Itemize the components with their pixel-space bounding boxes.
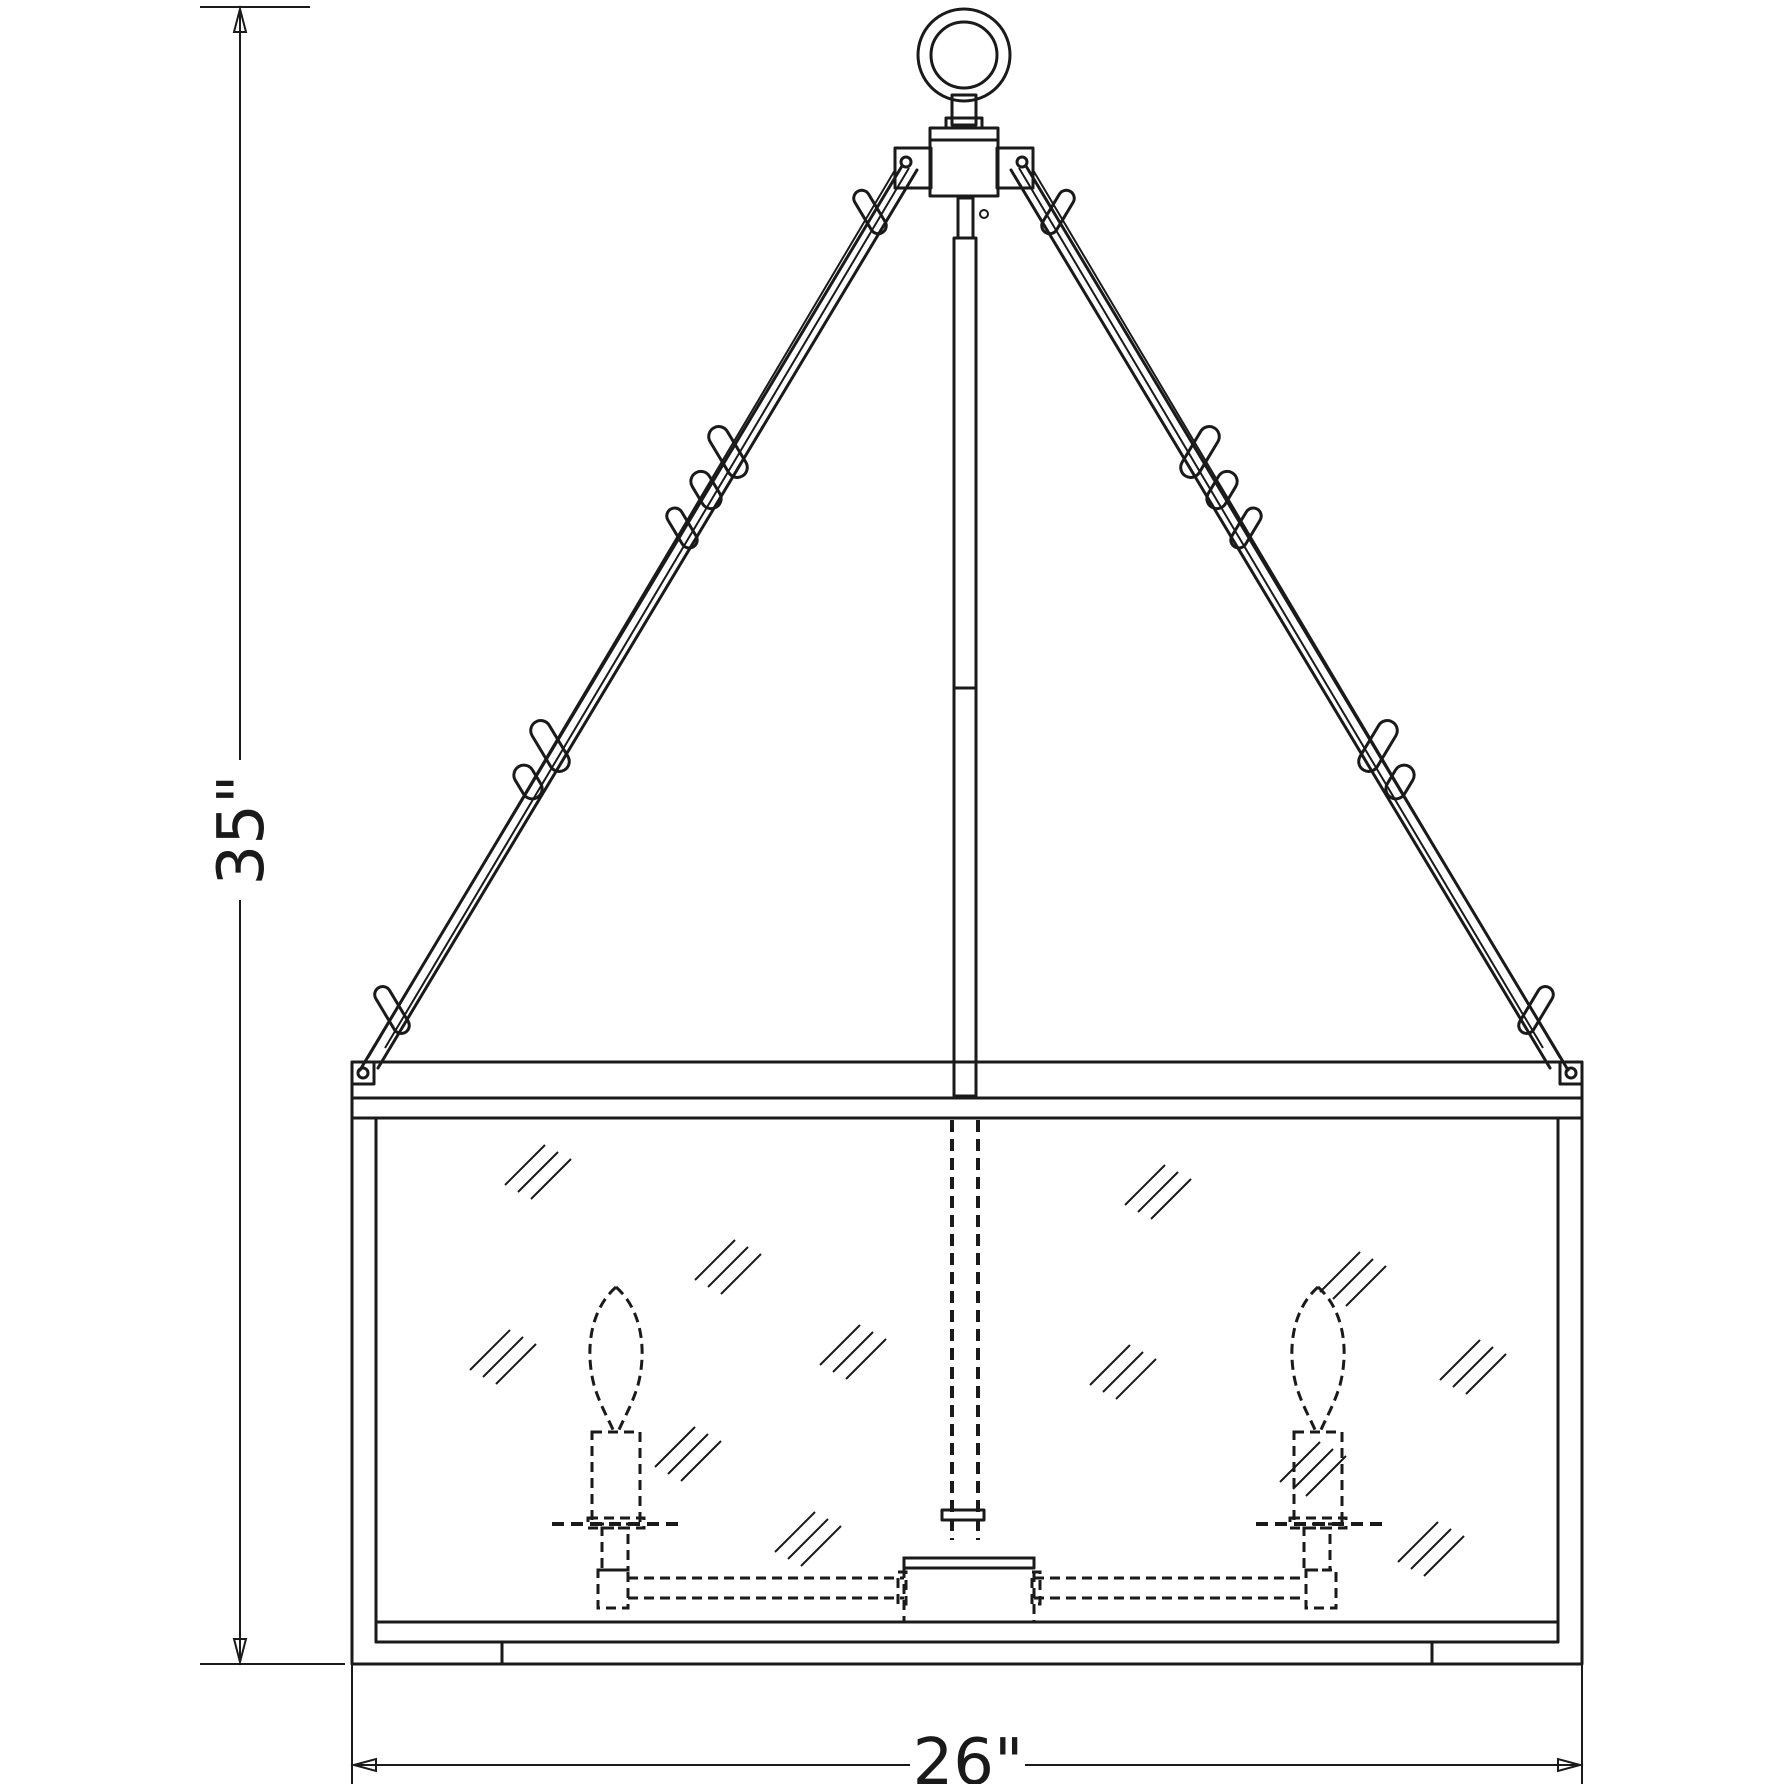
arm-elbow-right: [1304, 1568, 1338, 1610]
corner-hole-left: [356, 1066, 370, 1080]
cluster-body: [628, 1508, 1306, 1624]
ring-outer: [916, 7, 1012, 103]
frame-bottom-plate: [500, 1640, 1434, 1666]
bulb-right: [1290, 1285, 1346, 1433]
arm-collar-left: [896, 1570, 908, 1606]
height-dimension: 35": [200, 5, 345, 1666]
canopy-loop: [893, 126, 1035, 219]
chain-left-link-bottom: [373, 985, 411, 1035]
chain-left-link-4: [529, 719, 571, 773]
set-screw: [979, 209, 989, 219]
hub-top-edge: [902, 1556, 1036, 1570]
glass-hatch-mark: [504, 1144, 572, 1200]
stem-upper-section: [956, 196, 975, 240]
stem-hidden-section: [950, 1120, 980, 1540]
arm-elbow-left: [596, 1568, 630, 1610]
bracket-hole-left: [899, 155, 913, 169]
chain-right-line-c: [1032, 169, 1561, 1059]
glass-hatching: [469, 1144, 1507, 1577]
chain-right-link-3: [1229, 506, 1263, 550]
candle-sleeve-right: [1292, 1430, 1344, 1526]
glass-hatch-mark: [469, 1329, 537, 1385]
chain-right-link-4: [1357, 719, 1399, 773]
chain-bracket-left: [893, 146, 933, 190]
chain-left-line-c: [367, 169, 896, 1059]
hook-ring: [916, 7, 1012, 130]
chain-left-link-1: [707, 425, 749, 479]
chain-right-link-1: [1179, 425, 1221, 479]
height-arrow-top: [232, 5, 248, 33]
width-arrow-right: [1557, 1757, 1584, 1773]
chain-left-link-3: [665, 506, 699, 550]
candle-sleeve-left: [590, 1430, 642, 1526]
ring-inner: [929, 20, 999, 90]
width-dimension: 26": [350, 1640, 1584, 1784]
chain-left-line-b: [376, 168, 919, 1070]
chain-left-link-top: [852, 188, 888, 236]
glass-hatch-mark: [1439, 1339, 1507, 1395]
center-stem: [950, 196, 980, 1540]
height-label: 35": [205, 775, 279, 886]
chain-right-link-5: [1384, 763, 1416, 801]
glass-hatch-mark: [694, 1239, 762, 1295]
socket-cup-left: [600, 1526, 630, 1572]
chain-right-line-b: [1009, 168, 1552, 1070]
chain-left-link-2: [689, 469, 723, 511]
chain-left: [358, 164, 919, 1072]
chain-left-link-5: [512, 763, 544, 801]
arm-left: [628, 1576, 904, 1600]
glass-hatch-mark: [1279, 1441, 1347, 1497]
corner-tab-right: [1558, 1060, 1584, 1086]
chain-right: [1009, 164, 1570, 1072]
loop-block: [928, 126, 1000, 198]
glass-hatch-mark: [774, 1511, 842, 1567]
candle-left: [552, 1285, 678, 1610]
chain-right-link-2: [1205, 469, 1239, 511]
candle-right: [1256, 1285, 1382, 1610]
arm-right: [1034, 1576, 1306, 1600]
chain-bracket-right: [995, 146, 1035, 190]
stem-mid-section: [952, 236, 978, 690]
width-arrow-left: [350, 1757, 377, 1773]
chain-right-link-bottom: [1517, 985, 1555, 1035]
glass-hatch-mark: [1319, 1251, 1387, 1307]
glass-hatch-mark: [819, 1324, 887, 1380]
chain-right-link-top: [1040, 188, 1076, 236]
bracket-hole-right: [1015, 155, 1029, 169]
corner-hole-right: [1564, 1066, 1578, 1080]
bulb-left: [588, 1285, 644, 1433]
ring-neck: [950, 93, 978, 127]
corner-tab-left: [350, 1060, 376, 1086]
arm-collar-right: [1030, 1570, 1042, 1606]
chain-left-line-d: [384, 167, 910, 1049]
glass-hatch-mark: [1089, 1344, 1157, 1400]
chain-right-line-d: [1018, 167, 1544, 1049]
glass-hatch-mark: [1397, 1521, 1465, 1577]
glass-hatch-mark: [1124, 1164, 1192, 1220]
glass-hatch-mark: [654, 1426, 722, 1482]
lantern-frame: [350, 1060, 1584, 1666]
height-arrow-bottom: [232, 1638, 248, 1666]
stem-end-nut: [940, 1508, 986, 1522]
stem-lower-section: [952, 686, 978, 1098]
width-label: 26": [913, 1726, 1024, 1784]
socket-cup-right: [1302, 1526, 1332, 1572]
